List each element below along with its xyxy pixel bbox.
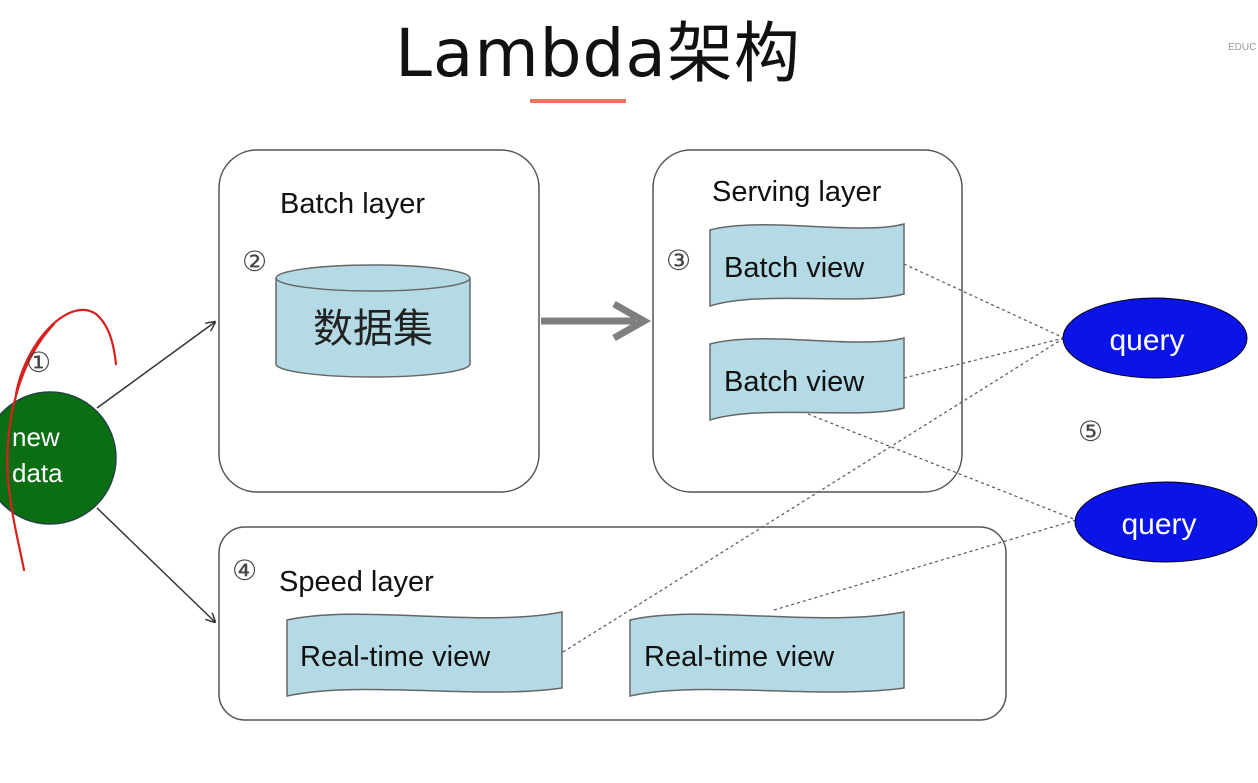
- dataset-label: 数据集: [313, 306, 433, 352]
- connector-batchview2-query2: [807, 413, 1077, 521]
- dataset-cylinder-icon: [275, 264, 471, 378]
- step-5-marker: ⑤: [1078, 415, 1103, 448]
- new-data-label-line1: new: [12, 422, 60, 452]
- red-annotation-marks: [6, 308, 118, 572]
- serving-layer-title: Serving layer: [712, 176, 882, 208]
- arrow-batch-to-serving: [541, 300, 652, 342]
- new-data-circle: [0, 391, 117, 525]
- batch-layer-title: Batch layer: [280, 188, 425, 220]
- step-2-marker: ②: [242, 245, 267, 278]
- batch-view-2-shape: [709, 337, 905, 422]
- query-1-label: query: [1109, 324, 1184, 357]
- query-2-label: query: [1121, 508, 1196, 541]
- connector-batchview1-query1: [903, 263, 1065, 339]
- realtime-view-2-label: Real-time view: [644, 641, 835, 673]
- batch-view-2-label: Batch view: [724, 366, 865, 398]
- realtime-view-2-shape: [629, 611, 905, 697]
- title-underline: [530, 99, 626, 103]
- arrow-to-speed-layer: [96, 507, 215, 622]
- slide-title: Lambda架构: [395, 15, 801, 92]
- step-1-marker: ①: [26, 346, 51, 379]
- step-3-marker: ③: [666, 244, 691, 277]
- batch-view-1-label: Batch view: [724, 252, 865, 284]
- connector-realtime2-query2: [773, 519, 1077, 611]
- watermark: EDUC: [1228, 42, 1257, 53]
- connector-realtime1-query1: [562, 337, 1065, 653]
- new-data-label-line2: data: [12, 458, 63, 488]
- arrow-to-batch-layer: [96, 322, 215, 409]
- realtime-view-1-label: Real-time view: [300, 641, 491, 673]
- step-4-marker: ④: [232, 554, 257, 587]
- realtime-view-1-shape: [286, 611, 563, 697]
- speed-layer-title: Speed layer: [279, 566, 434, 598]
- query-2-ellipse: [1074, 481, 1258, 563]
- query-1-ellipse: [1062, 297, 1248, 379]
- batch-view-1-shape: [709, 223, 905, 308]
- query-connectors: [562, 263, 1077, 653]
